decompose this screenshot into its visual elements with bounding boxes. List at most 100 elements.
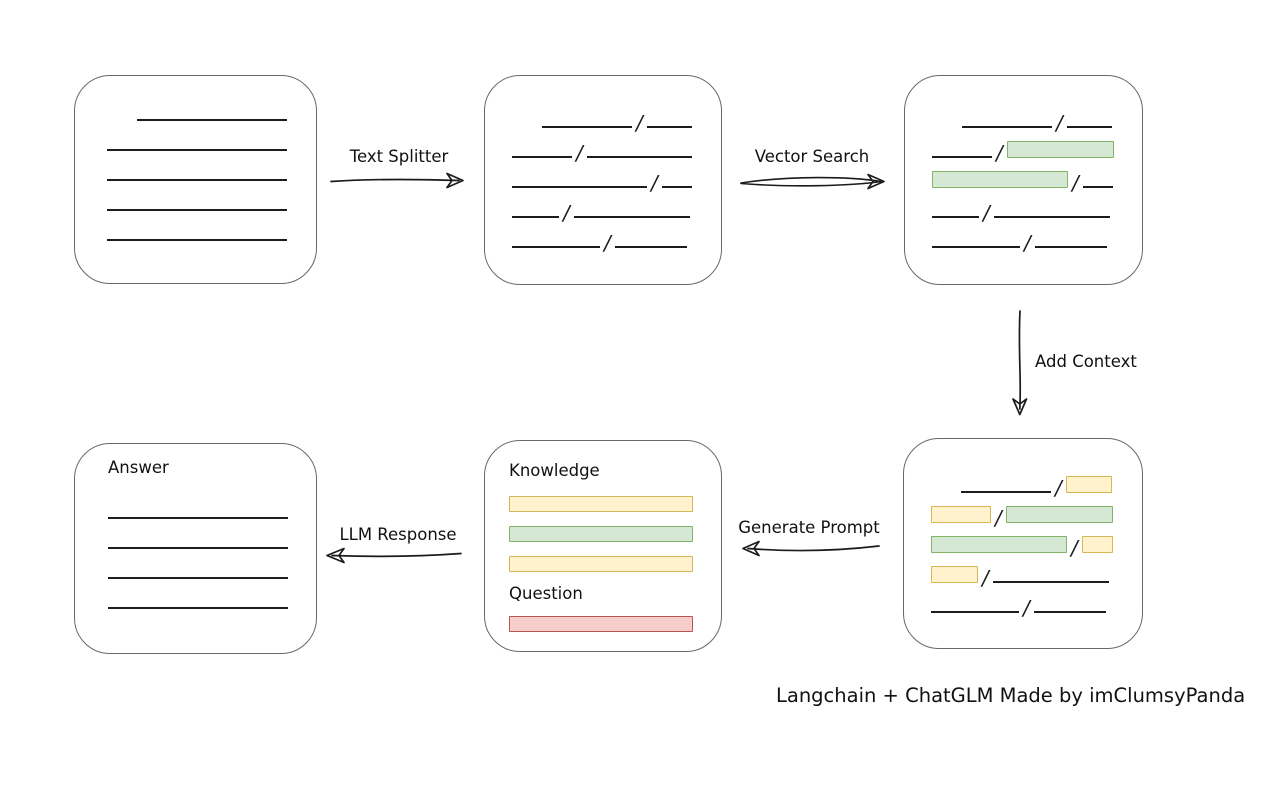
text-line-segment bbox=[932, 244, 1020, 248]
green-highlight-bar bbox=[931, 536, 1067, 553]
text-line-row bbox=[107, 121, 316, 151]
prompt-box: Knowledge Question bbox=[484, 440, 722, 652]
text-line bbox=[107, 207, 287, 211]
text-splitter-label: Text Splitter bbox=[349, 147, 449, 166]
footer-credit: Langchain + ChatGLM Made by imClumsyPand… bbox=[776, 684, 1246, 707]
doc-row: / bbox=[932, 98, 1116, 133]
text-line-segment bbox=[586, 154, 692, 158]
indent-spacer bbox=[932, 127, 962, 128]
slash-separator: / bbox=[651, 171, 658, 195]
text-line-row bbox=[107, 211, 316, 241]
llm-response-label: LLM Response bbox=[339, 525, 457, 544]
indent-spacer bbox=[512, 127, 542, 128]
slash-separator: / bbox=[604, 231, 611, 255]
text-line-segment bbox=[512, 154, 572, 158]
text-line bbox=[137, 117, 287, 121]
green-prompt-bar bbox=[509, 526, 693, 542]
yellow-highlight-bar bbox=[931, 506, 991, 523]
slash-separator: / bbox=[1024, 231, 1031, 255]
document-lines bbox=[75, 76, 316, 241]
add-context-label: Add Context bbox=[1035, 352, 1137, 371]
slash-separator: / bbox=[636, 111, 643, 135]
text-line-row bbox=[108, 489, 316, 519]
yellow-prompt-bar bbox=[509, 496, 693, 512]
split-chunks-box: ///// bbox=[484, 75, 722, 285]
document-box bbox=[74, 75, 317, 284]
yellow-highlight-bar bbox=[1081, 536, 1113, 553]
slash-separator: / bbox=[996, 141, 1003, 165]
green-highlight-bar bbox=[1005, 506, 1113, 523]
text-line bbox=[108, 515, 288, 519]
text-line-segment bbox=[661, 184, 692, 188]
text-line bbox=[108, 575, 288, 579]
yellow-highlight-bar bbox=[1065, 476, 1112, 493]
slash-separator: / bbox=[995, 506, 1002, 530]
text-line-segment bbox=[573, 214, 690, 218]
text-splitter-arrow bbox=[330, 172, 464, 189]
text-line-row bbox=[107, 151, 316, 181]
text-line-segment bbox=[932, 214, 979, 218]
text-line bbox=[108, 545, 288, 549]
doc-row: / bbox=[931, 463, 1116, 498]
doc-row: / bbox=[512, 158, 695, 193]
slash-separator: / bbox=[1072, 171, 1079, 195]
text-line-segment bbox=[614, 244, 687, 248]
generate-prompt-label: Generate Prompt bbox=[738, 518, 880, 537]
text-line-segment bbox=[512, 184, 647, 188]
doc-row: / bbox=[512, 128, 695, 163]
text-line-segment bbox=[992, 579, 1109, 583]
knowledge-heading: Knowledge bbox=[509, 461, 600, 480]
slash-separator: / bbox=[1055, 476, 1062, 500]
text-line-segment bbox=[931, 609, 1019, 613]
matched-chunks-rows: / / / / / bbox=[905, 76, 1142, 253]
text-line-row bbox=[107, 181, 316, 211]
slash-separator: / bbox=[983, 201, 990, 225]
indent-spacer bbox=[931, 492, 961, 493]
matched-chunks-box: / / / / / bbox=[904, 75, 1143, 285]
text-line-segment bbox=[961, 489, 1051, 493]
answer-box: Answer bbox=[74, 443, 317, 654]
text-line-segment bbox=[1066, 124, 1112, 128]
text-line-row bbox=[108, 549, 316, 579]
text-line-segment bbox=[1082, 184, 1113, 188]
text-line-segment bbox=[512, 244, 600, 248]
answer-heading: Answer bbox=[108, 458, 169, 477]
slash-separator: / bbox=[1071, 536, 1078, 560]
doc-row: / bbox=[931, 583, 1116, 618]
question-bars bbox=[509, 616, 721, 632]
slash-separator: / bbox=[1056, 111, 1063, 135]
add-context-arrow bbox=[1012, 310, 1028, 416]
text-line bbox=[107, 237, 287, 241]
doc-row: / bbox=[512, 98, 695, 133]
text-line-segment bbox=[512, 214, 559, 218]
vector-search-label: Vector Search bbox=[754, 147, 870, 166]
split-chunks-rows: ///// bbox=[485, 76, 721, 253]
text-line-segment bbox=[993, 214, 1110, 218]
doc-row: / bbox=[932, 128, 1116, 163]
question-heading: Question bbox=[509, 584, 583, 603]
red-prompt-bar bbox=[509, 616, 693, 632]
text-line-segment bbox=[1033, 609, 1106, 613]
text-line-segment bbox=[932, 154, 992, 158]
context-chunks-box: ///// bbox=[903, 438, 1143, 649]
doc-row: / bbox=[932, 158, 1116, 193]
green-highlight-bar bbox=[1006, 141, 1114, 158]
text-line-row bbox=[107, 91, 316, 121]
slash-separator: / bbox=[563, 201, 570, 225]
doc-row: / bbox=[931, 493, 1116, 528]
text-line bbox=[107, 147, 287, 151]
text-line bbox=[107, 177, 287, 181]
text-line bbox=[108, 605, 288, 609]
green-highlight-bar bbox=[932, 171, 1068, 188]
knowledge-bars bbox=[509, 496, 721, 572]
yellow-prompt-bar bbox=[509, 556, 693, 572]
text-line-row bbox=[108, 519, 316, 549]
vector-search-arrow bbox=[740, 173, 885, 190]
doc-row: / bbox=[931, 523, 1116, 558]
text-line-segment bbox=[962, 124, 1052, 128]
text-line-row bbox=[108, 579, 316, 609]
generate-prompt-arrow bbox=[742, 540, 880, 557]
doc-row: / bbox=[931, 553, 1116, 588]
doc-row: / bbox=[932, 218, 1116, 253]
